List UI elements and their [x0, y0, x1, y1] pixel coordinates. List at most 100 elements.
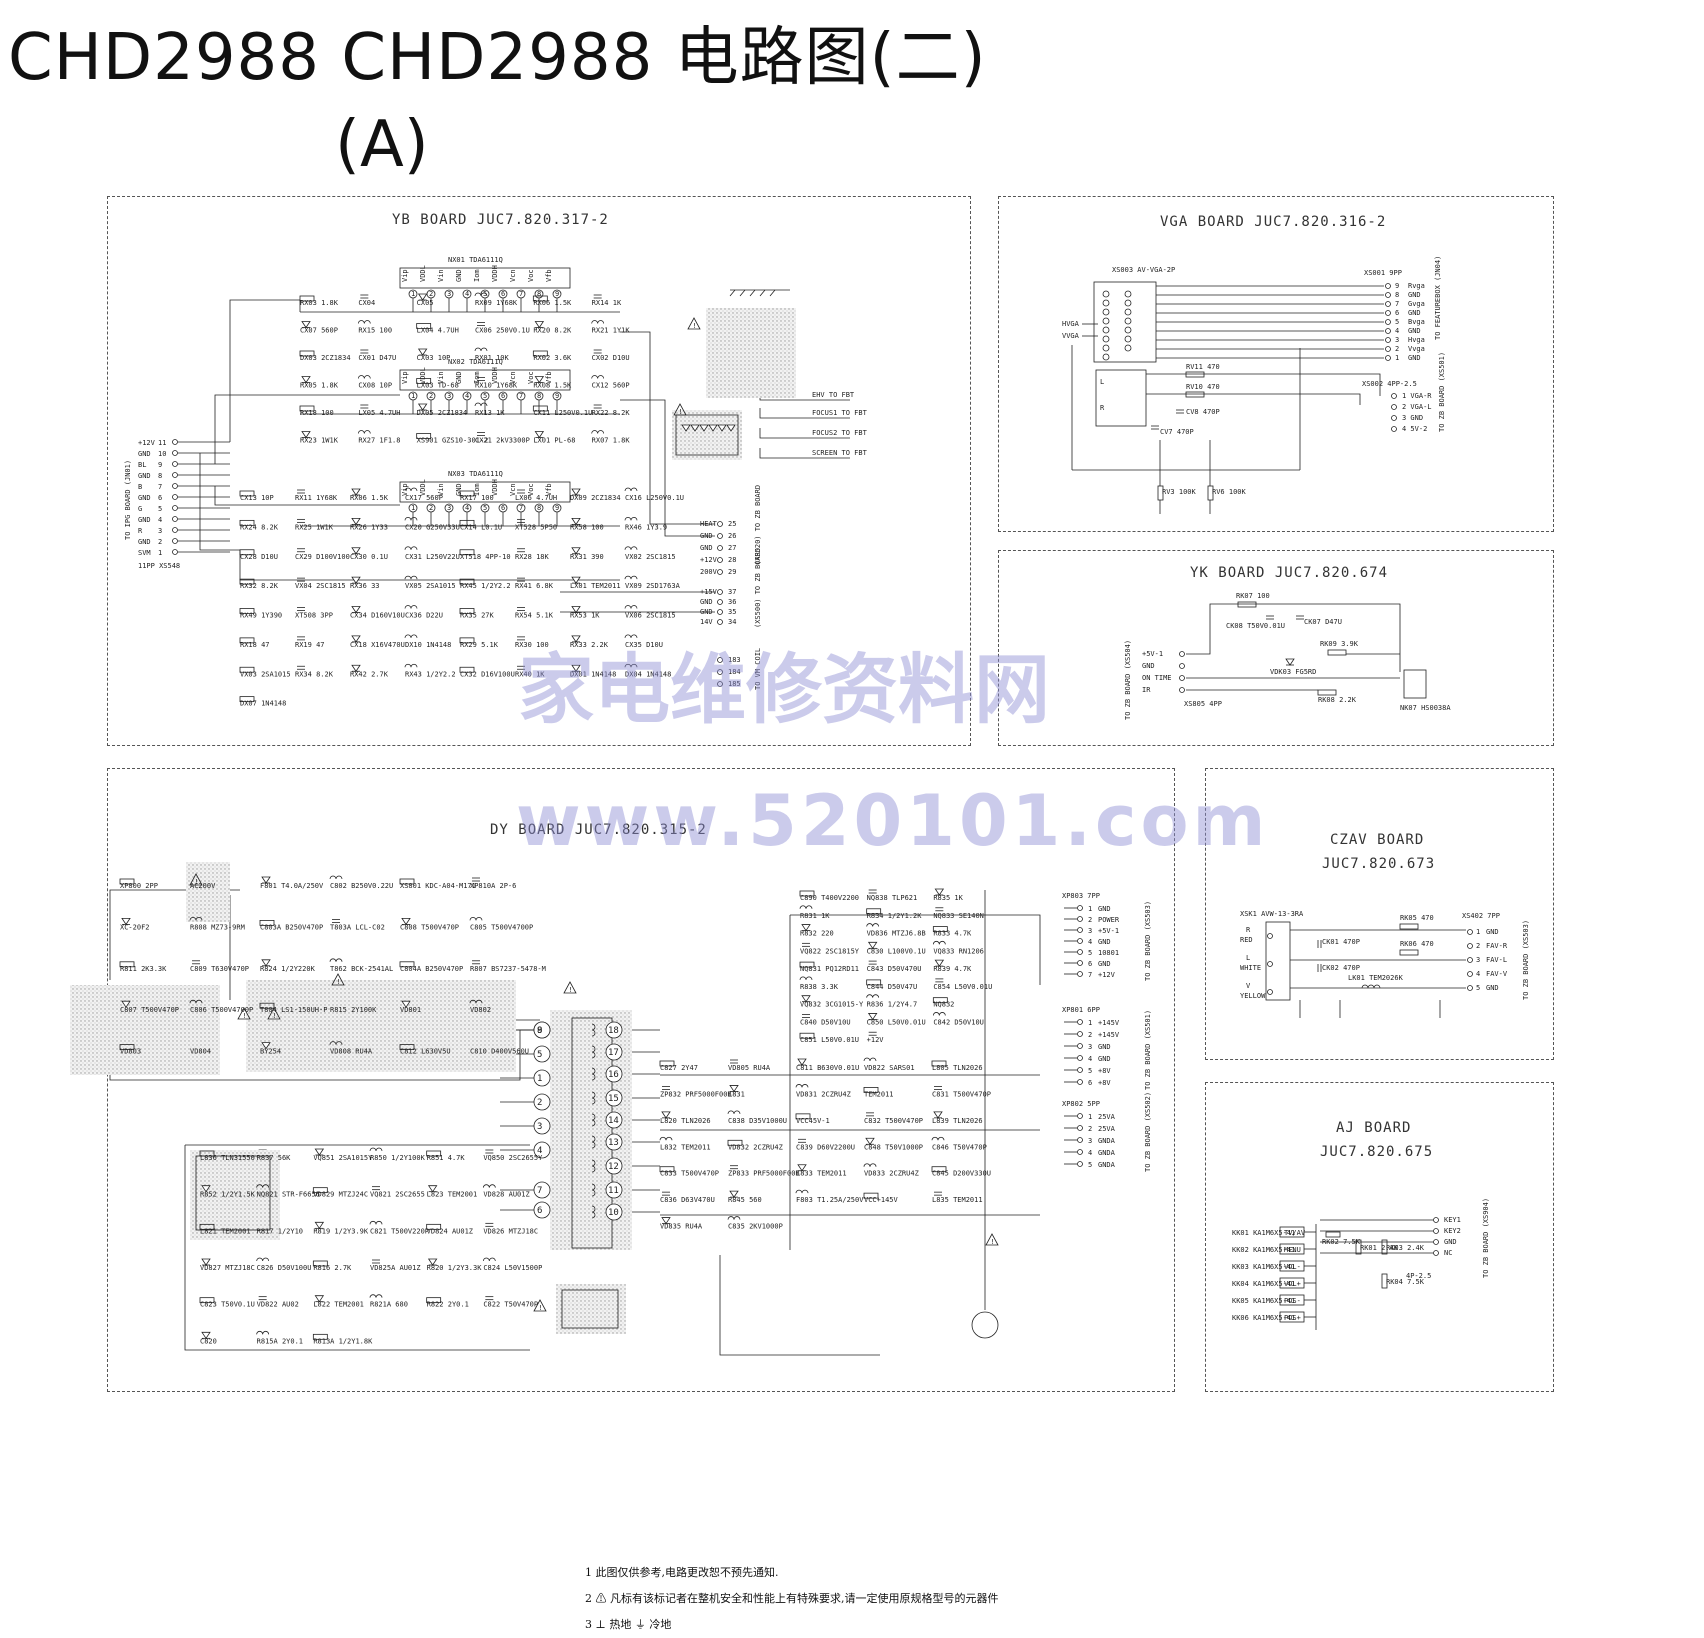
coil-symbol [404, 517, 418, 521]
yb-part-label: RX17 100 [460, 494, 494, 502]
coil-symbol [329, 1041, 343, 1045]
resistor-symbol [1399, 949, 1419, 956]
yb-part-label: RX33 2.2K [570, 641, 609, 649]
aj-key-function: TV/AV [1284, 1229, 1306, 1237]
ic-pin-circle [462, 391, 472, 401]
wire [229, 299, 301, 442]
dy-xp802-pin [1077, 1125, 1083, 1131]
yb-rc1-pin [717, 533, 723, 539]
diode-symbol [417, 348, 428, 356]
czav-jack-pin [1267, 933, 1273, 939]
yb-part-label: RX42 2.7K [350, 670, 389, 678]
dy-part-label: VQ821 2SC2655 [370, 1191, 425, 1199]
shaded-area [672, 410, 742, 460]
resistor-symbol [426, 1297, 442, 1304]
dy-xp803-num: 4 [1088, 938, 1092, 946]
czav-lk01: LK01 TEM2026K [1348, 974, 1404, 982]
yb-part-label: CX18 X16V470U [350, 641, 405, 649]
ic-3-name: NX03 TDA6111Q [448, 470, 503, 478]
yb-part-label: RX36 33 [350, 582, 380, 590]
aj-key-function: VOL+ [1284, 1280, 1301, 1288]
aj-key-function: POS- [1284, 1297, 1301, 1305]
ic-1-body [399, 267, 571, 289]
yb-part-label: RX09 1Y68K [475, 299, 518, 307]
yb-part-label: RX01 10K [475, 354, 510, 362]
resistor-symbol [1157, 485, 1164, 501]
aj-conn-pin [1433, 1217, 1439, 1223]
ic-pin-name: Voc [527, 371, 535, 384]
yb-part-label: LX01 TEM2011 [570, 582, 621, 590]
yb-part-label: RX05 1.8K [300, 382, 339, 390]
transformer-pin [605, 1089, 623, 1107]
dy-part-label: VQ832 3CG1015-Y [800, 1001, 864, 1009]
transformer-pin-number: 17 [608, 1048, 619, 1058]
dy-part-label: C850 L50V0.01U [867, 1018, 926, 1026]
ic-pin-number: 3 [447, 504, 451, 512]
yb-rc1-label: 200V [700, 568, 718, 576]
wire [1186, 603, 1401, 672]
ic-pin-number: 8 [537, 504, 541, 512]
yb-part-label: RX28 18K [515, 553, 550, 561]
dy-xp801-pin-label: +8V [1098, 1079, 1111, 1087]
czav-input-letter: R [1246, 926, 1251, 934]
yb-part-label: VX03 2SA1015 [240, 670, 291, 678]
ic-pin-number: 2 [429, 290, 433, 298]
resistor-symbol [199, 1297, 215, 1304]
footnote-2: 2 ⚠ 凡标有该标记者在整机安全和性能上有特殊要求,请一定使用原规格型号的元器件 [585, 1592, 999, 1605]
yb-part-label: RX06 1.5K [533, 299, 572, 307]
dy-xp801-pin [1077, 1019, 1083, 1025]
diode-symbol [314, 1295, 325, 1303]
dy-xp801-pin [1077, 1043, 1083, 1049]
transformer-pin-number: 10 [608, 1208, 619, 1218]
vga-db-pin [1124, 317, 1132, 325]
dy-xp801-num: 2 [1088, 1031, 1092, 1039]
dy-part-label: C826 D50V100U [257, 1264, 312, 1272]
resistor-symbol [416, 378, 432, 384]
ic-pin-number: 3 [447, 392, 451, 400]
dy-part-label: C824 L50V1500P [483, 1264, 542, 1272]
vga-xs001-pin [1385, 301, 1391, 307]
dy-part-label: L832 TEM2011 [660, 1143, 711, 1151]
warning-icon [267, 1007, 281, 1020]
yb-board-frame [107, 196, 971, 746]
yb-part-label: RX29 5.1K [460, 641, 499, 649]
yb-rc2-label: GND [700, 598, 713, 606]
diode-symbol [351, 547, 361, 555]
vga-xs001-pin-label: Bvga [1408, 318, 1425, 326]
ic-pin-number: 2 [429, 504, 433, 512]
vga-xs001-pin [1385, 310, 1391, 316]
yb-part-label: DX03 2CZ1834 [300, 354, 351, 362]
dy-part-label: VD832 2CZRU4Z [728, 1143, 783, 1151]
aj-key-switch [1279, 1311, 1305, 1323]
resistor-symbol [1355, 1239, 1362, 1255]
resistor-symbol [1399, 923, 1419, 930]
czav-conn-pin [1467, 985, 1473, 991]
ic-pin-number: 6 [501, 392, 505, 400]
yb-part-label: CX16 L250V0.1U [625, 494, 684, 502]
diode-symbol [351, 488, 361, 496]
transformer-pin-number: 14 [608, 1116, 619, 1126]
resistor-symbol [1237, 601, 1257, 608]
aj-board-code: JUC7.820.675 [1320, 1144, 1434, 1160]
aj-key-switch [1279, 1243, 1305, 1255]
dy-part-label: C838 D35V1000U [728, 1117, 787, 1125]
dy-xp803-num: 2 [1088, 916, 1092, 924]
coil-symbol [799, 905, 813, 909]
coil-symbol [357, 430, 371, 434]
transformer-pin [533, 1069, 551, 1087]
warning-mark: ! [195, 878, 199, 886]
aj-key-label: KK04 KA1M6X5-41 [1232, 1280, 1295, 1288]
coil-symbol [624, 487, 638, 492]
dy-xp803-pin [1077, 916, 1083, 922]
ic-pin-number: 9 [555, 504, 559, 512]
ic-pin-number: 7 [519, 392, 523, 400]
diode-symbol [301, 431, 311, 439]
yb-part-label: RX54 5.1K [515, 612, 554, 620]
diode-symbol [401, 1000, 411, 1008]
dy-part-label: R834 1/2Y1.2K [867, 912, 923, 920]
dy-part-label: R811 2K3.3K [120, 965, 167, 973]
yb-part-label: CX03 10P [417, 354, 451, 362]
czav-conn-pin [1467, 929, 1473, 935]
dy-part-label: T803A LCL-C02 [330, 923, 385, 931]
dy-part-label: AC200V [190, 882, 216, 890]
